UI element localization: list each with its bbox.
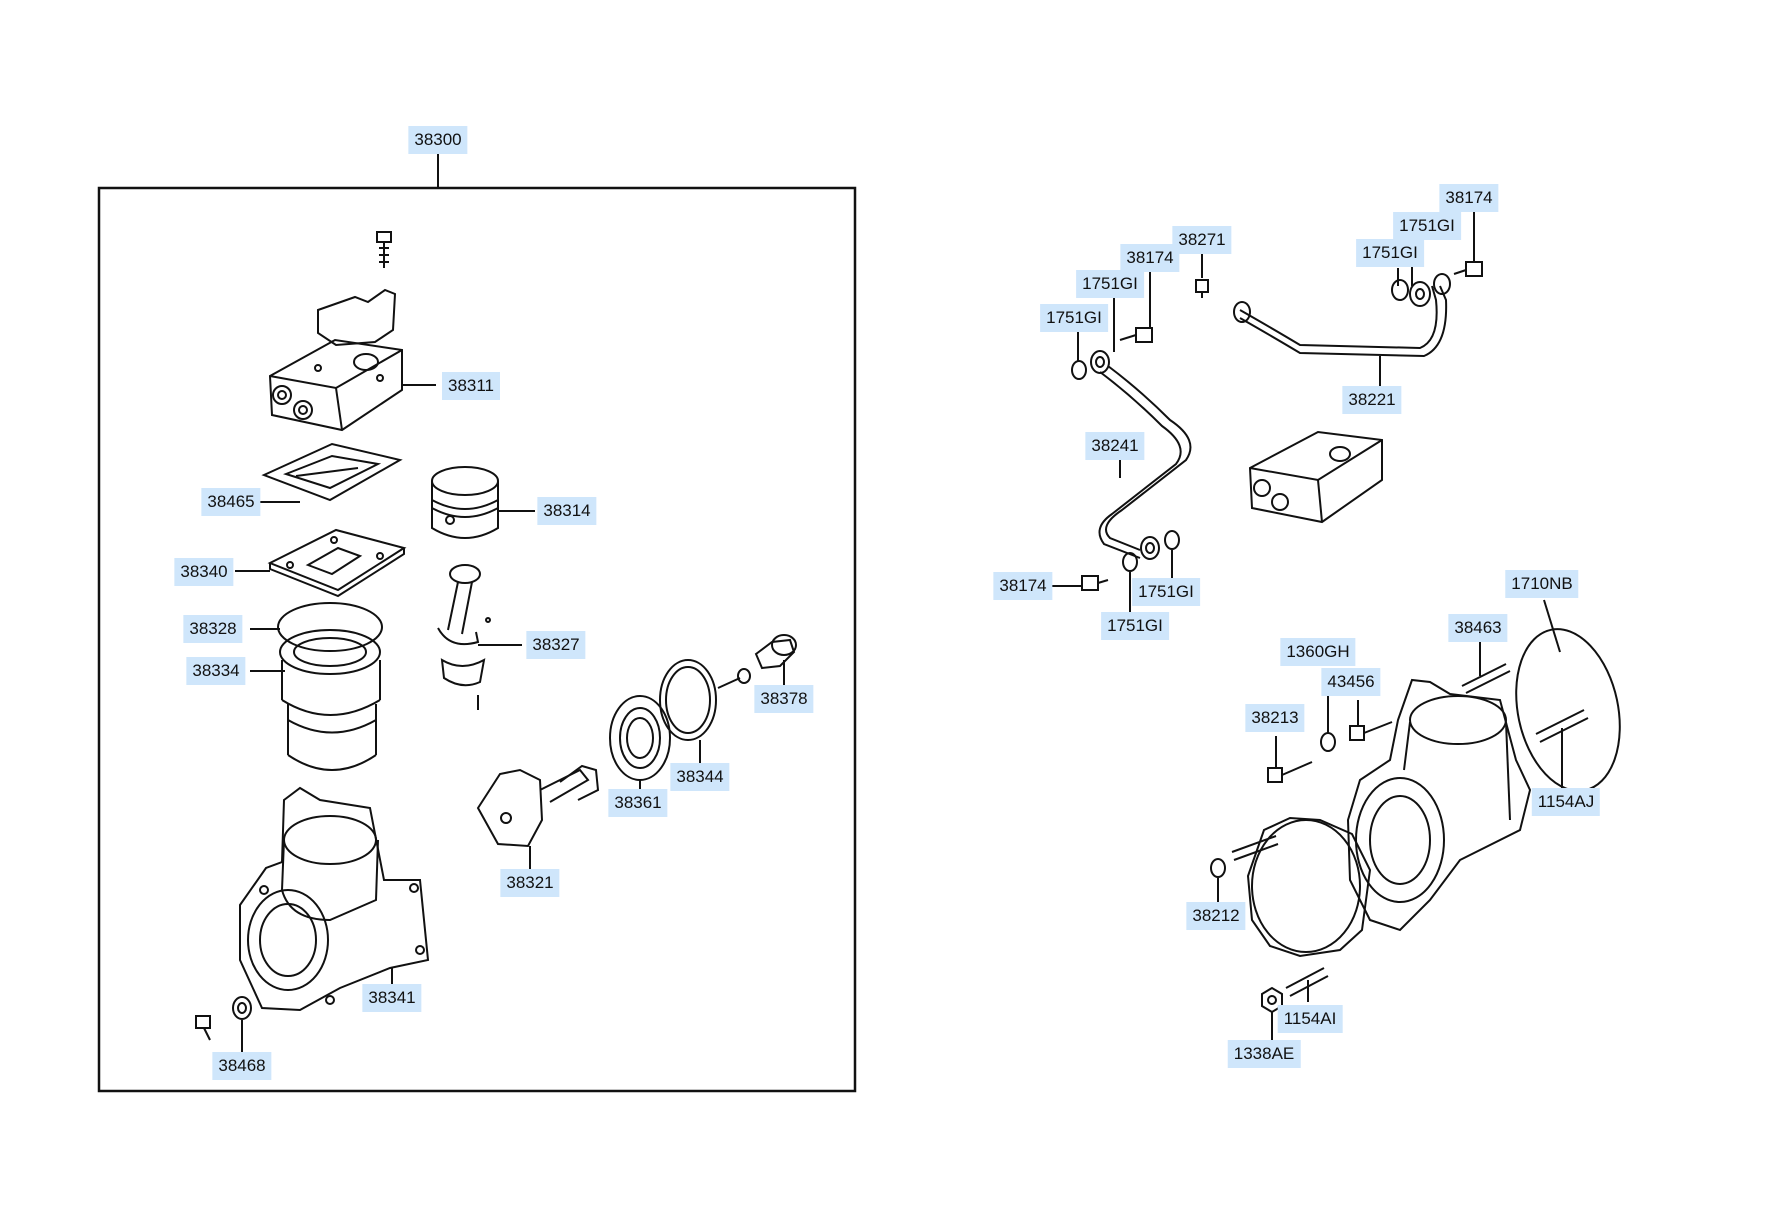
callout-43456: 43456 bbox=[1321, 668, 1381, 696]
callout-1751gi-f: 1751GI bbox=[1101, 612, 1169, 640]
bolt-38468 bbox=[196, 997, 251, 1040]
valve-plate bbox=[270, 530, 404, 596]
top-bolt bbox=[377, 232, 391, 268]
crankcase-ref bbox=[1348, 680, 1530, 930]
bolt-38174-c bbox=[1454, 262, 1482, 276]
callout-38212: 38212 bbox=[1186, 902, 1246, 930]
callout-38271: 38271 bbox=[1172, 226, 1232, 254]
pipe-38221 bbox=[1234, 274, 1450, 356]
callout-1710nb: 1710NB bbox=[1505, 570, 1579, 598]
bolt-38213 bbox=[1268, 762, 1312, 782]
fitting-38271 bbox=[1196, 280, 1208, 298]
stud-upper bbox=[1232, 836, 1278, 860]
callout-38468: 38468 bbox=[212, 1052, 272, 1080]
callout-1154ai: 1154AI bbox=[1277, 1005, 1343, 1033]
callout-38334: 38334 bbox=[186, 657, 246, 685]
callout-1751gi-c: 1751GI bbox=[1356, 239, 1424, 267]
valve-gasket bbox=[264, 444, 400, 500]
callout-38361: 38361 bbox=[608, 789, 668, 817]
side-cover bbox=[1248, 818, 1370, 956]
cover-plate bbox=[318, 290, 395, 345]
callout-38314: 38314 bbox=[537, 497, 597, 525]
callout-38241: 38241 bbox=[1085, 432, 1145, 460]
fitting-38378 bbox=[718, 635, 796, 688]
cylinder bbox=[280, 630, 380, 770]
callout-38221: 38221 bbox=[1342, 386, 1402, 414]
leader-1710NB bbox=[1544, 600, 1560, 652]
callout-38174-d: 38174 bbox=[993, 572, 1053, 600]
gasket-ring bbox=[278, 603, 382, 651]
callout-1751gi-d: 1751GI bbox=[1393, 212, 1461, 240]
callout-1751gi-e: 1751GI bbox=[1132, 578, 1200, 606]
callout-1338ae: 1338AE bbox=[1227, 1040, 1301, 1068]
callout-1360gh: 1360GH bbox=[1280, 638, 1356, 666]
pipe-38241 bbox=[1072, 351, 1190, 571]
washer-1360gh bbox=[1321, 733, 1335, 751]
cylinder-head bbox=[270, 340, 402, 430]
bolt-38174-a bbox=[1120, 328, 1152, 342]
piston bbox=[432, 467, 498, 538]
callout-38340: 38340 bbox=[174, 558, 234, 586]
callout-38311: 38311 bbox=[441, 372, 501, 400]
bolt-43456 bbox=[1350, 722, 1392, 740]
callout-1751gi-b: 1751GI bbox=[1076, 270, 1144, 298]
stud-38463 bbox=[1462, 664, 1510, 693]
stud-1154aj bbox=[1536, 710, 1588, 742]
callout-38213: 38213 bbox=[1245, 704, 1305, 732]
nut-38212 bbox=[1211, 859, 1225, 877]
connecting-rod bbox=[438, 565, 490, 710]
callout-1751gi-a: 1751GI bbox=[1040, 304, 1108, 332]
crankcase bbox=[240, 788, 428, 1010]
callout-38321: 38321 bbox=[500, 869, 560, 897]
assembly-frame bbox=[99, 188, 855, 1091]
callout-1154aj: 1154AJ bbox=[1531, 788, 1601, 816]
bolt-38174-d bbox=[1082, 576, 1108, 590]
crankshaft bbox=[478, 766, 598, 846]
callout-38327: 38327 bbox=[526, 631, 586, 659]
callout-38174-c: 38174 bbox=[1439, 184, 1499, 212]
seal-ring bbox=[660, 660, 716, 740]
callout-38328: 38328 bbox=[183, 615, 243, 643]
callout-38174-a: 38174 bbox=[1120, 244, 1180, 272]
callout-38463: 38463 bbox=[1448, 614, 1508, 642]
head-block-ref bbox=[1250, 432, 1382, 522]
callout-38341: 38341 bbox=[362, 984, 422, 1012]
callout-38300: 38300 bbox=[408, 126, 468, 154]
callout-38378: 38378 bbox=[754, 685, 814, 713]
callout-38344: 38344 bbox=[670, 763, 730, 791]
callout-38465: 38465 bbox=[201, 488, 261, 516]
